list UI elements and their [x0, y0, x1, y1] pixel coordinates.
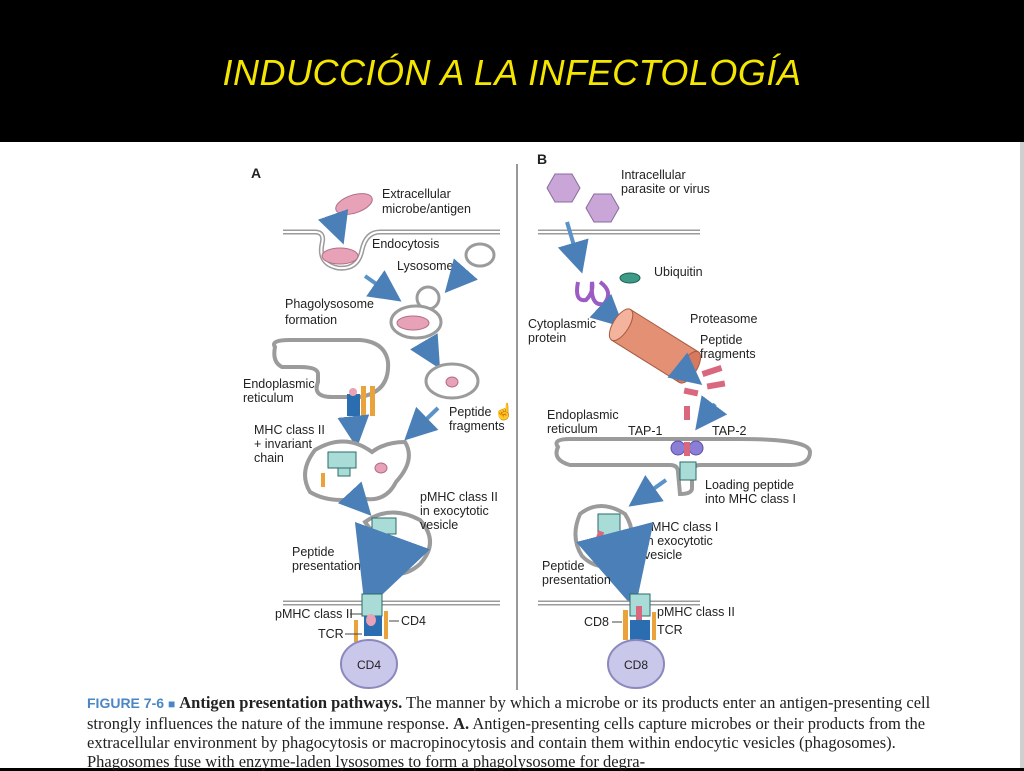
virus-hexagon-1 [546, 173, 581, 203]
label-tap1: TAP-1 [628, 424, 663, 438]
fusion-vesicle [303, 439, 411, 502]
label-phagolysosome: Phagolysosome [285, 297, 374, 311]
label-exocytotic-a: in exocytotic [420, 504, 489, 518]
label-cd8-coreceptor: CD8 [584, 615, 609, 629]
label-pmhc-vesicle-a: pMHC class II [420, 490, 498, 504]
label-reticulum-b: reticulum [547, 422, 598, 436]
label-chain: chain [254, 451, 284, 465]
label-vesicle-b: vesicle [644, 548, 682, 562]
label-tcr-a: TCR [318, 627, 344, 641]
cd8-t-cell [607, 639, 665, 689]
endocytosed-microbe [321, 247, 359, 265]
label-endocytosis: Endocytosis [372, 237, 439, 251]
label-pmhc-vesicle-b: pMHC class I [644, 520, 718, 534]
caption-text-2: Antigen-presenting cells capture microbe… [87, 714, 926, 771]
lysosome [464, 242, 496, 268]
caption-title: Antigen presentation pathways. [179, 693, 403, 712]
ubiquitin [619, 272, 641, 284]
label-cd4-cell: CD4 [357, 658, 381, 672]
label-proteasome: Proteasome [690, 312, 757, 326]
label-intracellular: Intracellular [621, 168, 686, 182]
label-tcr-b: TCR [657, 623, 683, 637]
virus-hexagon-2 [585, 193, 620, 223]
label-vesicle-a: vesicle [420, 518, 458, 532]
label-parasite-virus: parasite or virus [621, 182, 710, 196]
hand-cursor-icon: ☝ [494, 402, 514, 421]
figure-caption: FIGURE 7-6■Antigen presentation pathways… [87, 693, 967, 771]
slide-title: INDUCCIÓN A LA INFECTOLOGÍA [222, 52, 802, 93]
label-er-a: Endoplasmic [243, 377, 315, 391]
label-extracellular: Extracellular [382, 187, 451, 201]
label-ubiquitin: Ubiquitin [654, 265, 703, 279]
label-cd4-coreceptor: CD4 [401, 614, 426, 628]
label-presentation-b: presentation [542, 573, 611, 587]
caption-bold-a: A. [453, 714, 470, 733]
label-peptide: Peptide [449, 405, 491, 419]
label-reticulum-a: reticulum [243, 391, 294, 405]
label-tap2: TAP-2 [712, 424, 747, 438]
label-loading-peptide: Loading peptide [705, 478, 794, 492]
caption-text-1: The manner by which a microbe or its pro… [87, 693, 931, 733]
figure-number: FIGURE 7-6 [87, 695, 165, 711]
mhc-class-ii-invariant [347, 394, 360, 416]
slide-header: INDUCCIÓN A LA INFECTOLOGÍA [0, 0, 1024, 142]
label-into-mhc-i: into MHC class I [705, 492, 796, 506]
extracellular-microbe [335, 193, 373, 215]
label-presentation-a: presentation [292, 559, 361, 573]
label-formation: formation [285, 313, 337, 327]
antigen-presentation-diagram: A Extracellular microbe/antigen Endocyto… [243, 151, 813, 690]
label-lysosome: Lysosome [397, 259, 454, 273]
figure-panel: A Extracellular microbe/antigen Endocyto… [0, 142, 1024, 771]
label-protein: protein [528, 331, 566, 345]
mhc-class-i-loading [679, 461, 697, 481]
panel-b-letter: B [537, 151, 547, 167]
label-pmhc-b: pMHC class II [657, 605, 735, 619]
label-pmhc-a: pMHC class II [275, 607, 353, 621]
label-er-b: Endoplasmic [547, 408, 619, 422]
cd4-t-cell [340, 639, 398, 689]
label-fragments: fragments [449, 419, 505, 433]
label-microbe-antigen: microbe/antigen [382, 202, 471, 216]
label-peptide-presentation-b: Peptide [542, 559, 584, 573]
label-mhc-class-ii: MHC class II [254, 423, 325, 437]
label-invariant: + invariant [254, 437, 313, 451]
panel-a-letter: A [251, 165, 261, 181]
label-cytoplasmic: Cytoplasmic [528, 317, 596, 331]
label-peptide-b: Peptide [700, 333, 742, 347]
label-fragments-b: fragments [700, 347, 756, 361]
label-peptide-presentation-a: Peptide [292, 545, 334, 559]
label-cd8-cell: CD8 [624, 658, 648, 672]
label-exocytotic-b: in exocytotic [644, 534, 713, 548]
panel-a-er [272, 338, 391, 399]
caption-square-icon: ■ [168, 697, 176, 711]
cytoplasmic-protein [575, 280, 611, 307]
